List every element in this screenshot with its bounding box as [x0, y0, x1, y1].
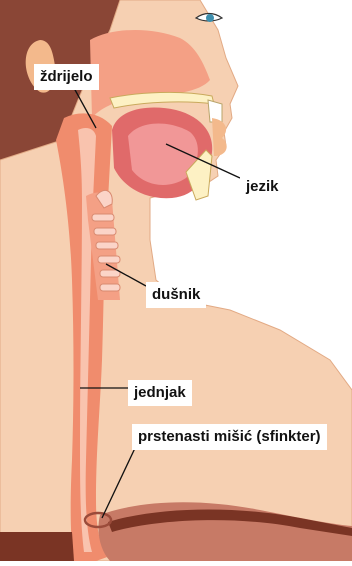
label-sphincter: prstenasti mišić (sfinkter) — [132, 424, 327, 450]
label-trachea: dušnik — [146, 282, 206, 308]
label-tongue: jezik — [240, 174, 285, 200]
diaphragm — [0, 532, 74, 561]
label-esophagus: jednjak — [128, 380, 192, 406]
label-pharynx: ždrijelo — [34, 64, 99, 90]
eye-iris — [206, 14, 214, 22]
